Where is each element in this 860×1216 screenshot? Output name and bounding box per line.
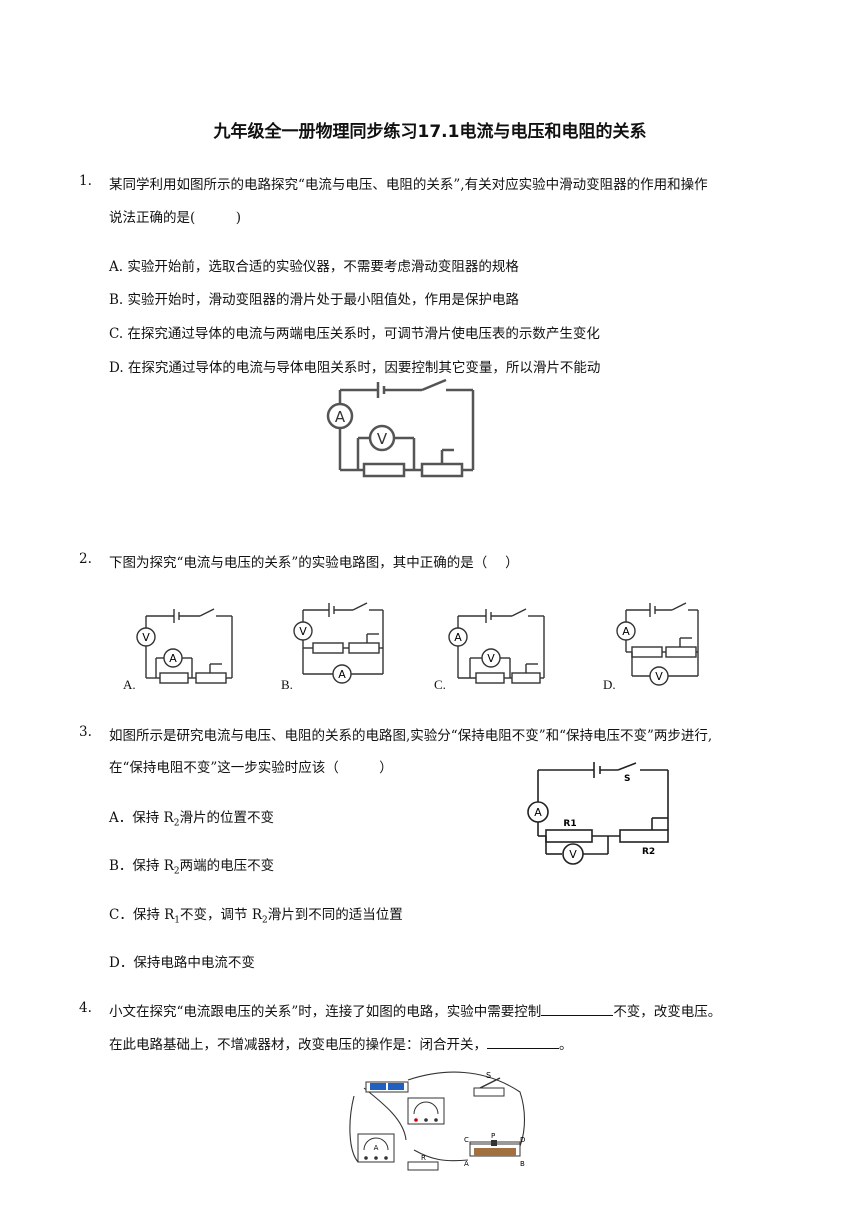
voltmeter-label: V: [655, 670, 663, 683]
option-c: C．保持 R1不变，调节 R2滑片到不同的适当位置: [109, 907, 403, 926]
question-text: 在“保持电阻不变”这一步实验时应该（ ）: [109, 760, 393, 776]
voltmeter-label: V: [487, 652, 495, 665]
voltmeter-label: V: [377, 430, 388, 448]
option-d: D. 在探究通过导体的电流与导体电阻关系时，因要控制其它变量，所以滑片不能动: [109, 360, 601, 376]
question-number: 1.: [79, 173, 92, 189]
q2-circuit-a: V A: [136, 608, 233, 684]
question-text: 下图为探究“电流与电压的关系”的实验电路图，其中正确的是（ ）: [109, 555, 519, 571]
q3-circuit-diagram: S A R1 R2 V: [527, 762, 669, 865]
answer-blank[interactable]: [487, 1036, 559, 1049]
option-b: B．保持 R2两端的电压不变: [109, 858, 275, 877]
ammeter-label: A: [338, 668, 346, 681]
option-label: C.: [434, 677, 446, 692]
ammeter-meter-label: A: [374, 1144, 379, 1152]
ammeter-label: A: [169, 652, 177, 665]
ammeter-label: A: [622, 625, 630, 638]
voltmeter-label: V: [299, 625, 307, 638]
q2-circuit-b: V A: [293, 602, 384, 684]
r1-label: R1: [563, 819, 576, 829]
q2-circuit-c: A V: [448, 608, 545, 684]
question-text: 某同学利用如图所示的电路探究“电流与电压、电阻的关系”,有关对应实验中滑动变阻器…: [109, 177, 708, 193]
question-text: 在此电路基础上，不增减器材，改变电压的操作是：闭合开关，。: [109, 1036, 573, 1053]
question-number: 4.: [79, 1000, 92, 1016]
q1-circuit-diagram: A V: [326, 378, 475, 478]
option-c: C. 在探究通过导体的电流与两端电压关系时，可调节滑片使电压表的示数产生变化: [109, 326, 600, 342]
switch-label: S: [624, 774, 630, 784]
question-text: 说法正确的是( ): [109, 210, 242, 226]
terminal-b-label: B: [520, 1160, 525, 1168]
option-label: B.: [281, 677, 293, 692]
option-a: A. 实验开始前，选取合适的实验仪器，不需要考虑滑动变阻器的规格: [109, 259, 519, 275]
option-d: D．保持电路中电流不变: [109, 955, 255, 971]
q2-circuit-d: A V: [616, 602, 699, 686]
terminal-c-label: C: [464, 1136, 469, 1144]
switch-label: S: [486, 1071, 491, 1080]
option-label: A.: [123, 677, 136, 692]
page-title: 九年级全一册物理同步练习17.1电流与电压和电阻的关系: [213, 122, 647, 142]
ammeter-label: A: [335, 408, 346, 426]
resistor-label: R: [421, 1154, 426, 1162]
option-a: A．保持 R2滑片的位置不变: [109, 810, 274, 829]
q4-physical-circuit-picture: S A R C P D A B: [349, 1071, 525, 1171]
ammeter-label: A: [454, 631, 462, 644]
question-number: 3.: [79, 724, 92, 740]
slider-p-label: P: [491, 1132, 495, 1140]
voltmeter-label: V: [142, 631, 150, 644]
voltmeter-label: V: [569, 848, 577, 861]
terminal-d-label: D: [520, 1136, 525, 1144]
option-label: D.: [603, 677, 616, 692]
ammeter-label: A: [534, 806, 542, 819]
terminal-a-label: A: [464, 1160, 469, 1168]
question-text: 小文在探究“电流跟电压的关系”时，连接了如图的电路，实验中需要控制不变，改变电压…: [109, 1003, 722, 1020]
option-b: B. 实验开始时，滑动变阻器的滑片处于最小阻值处，作用是保护电路: [109, 292, 520, 308]
question-number: 2.: [79, 551, 92, 567]
question-text: 如图所示是研究电流与电压、电阻的关系的电路图,实验分“保持电阻不变”和“保持电压…: [109, 728, 713, 744]
r2-label: R2: [642, 847, 655, 857]
answer-blank[interactable]: [541, 1003, 614, 1016]
